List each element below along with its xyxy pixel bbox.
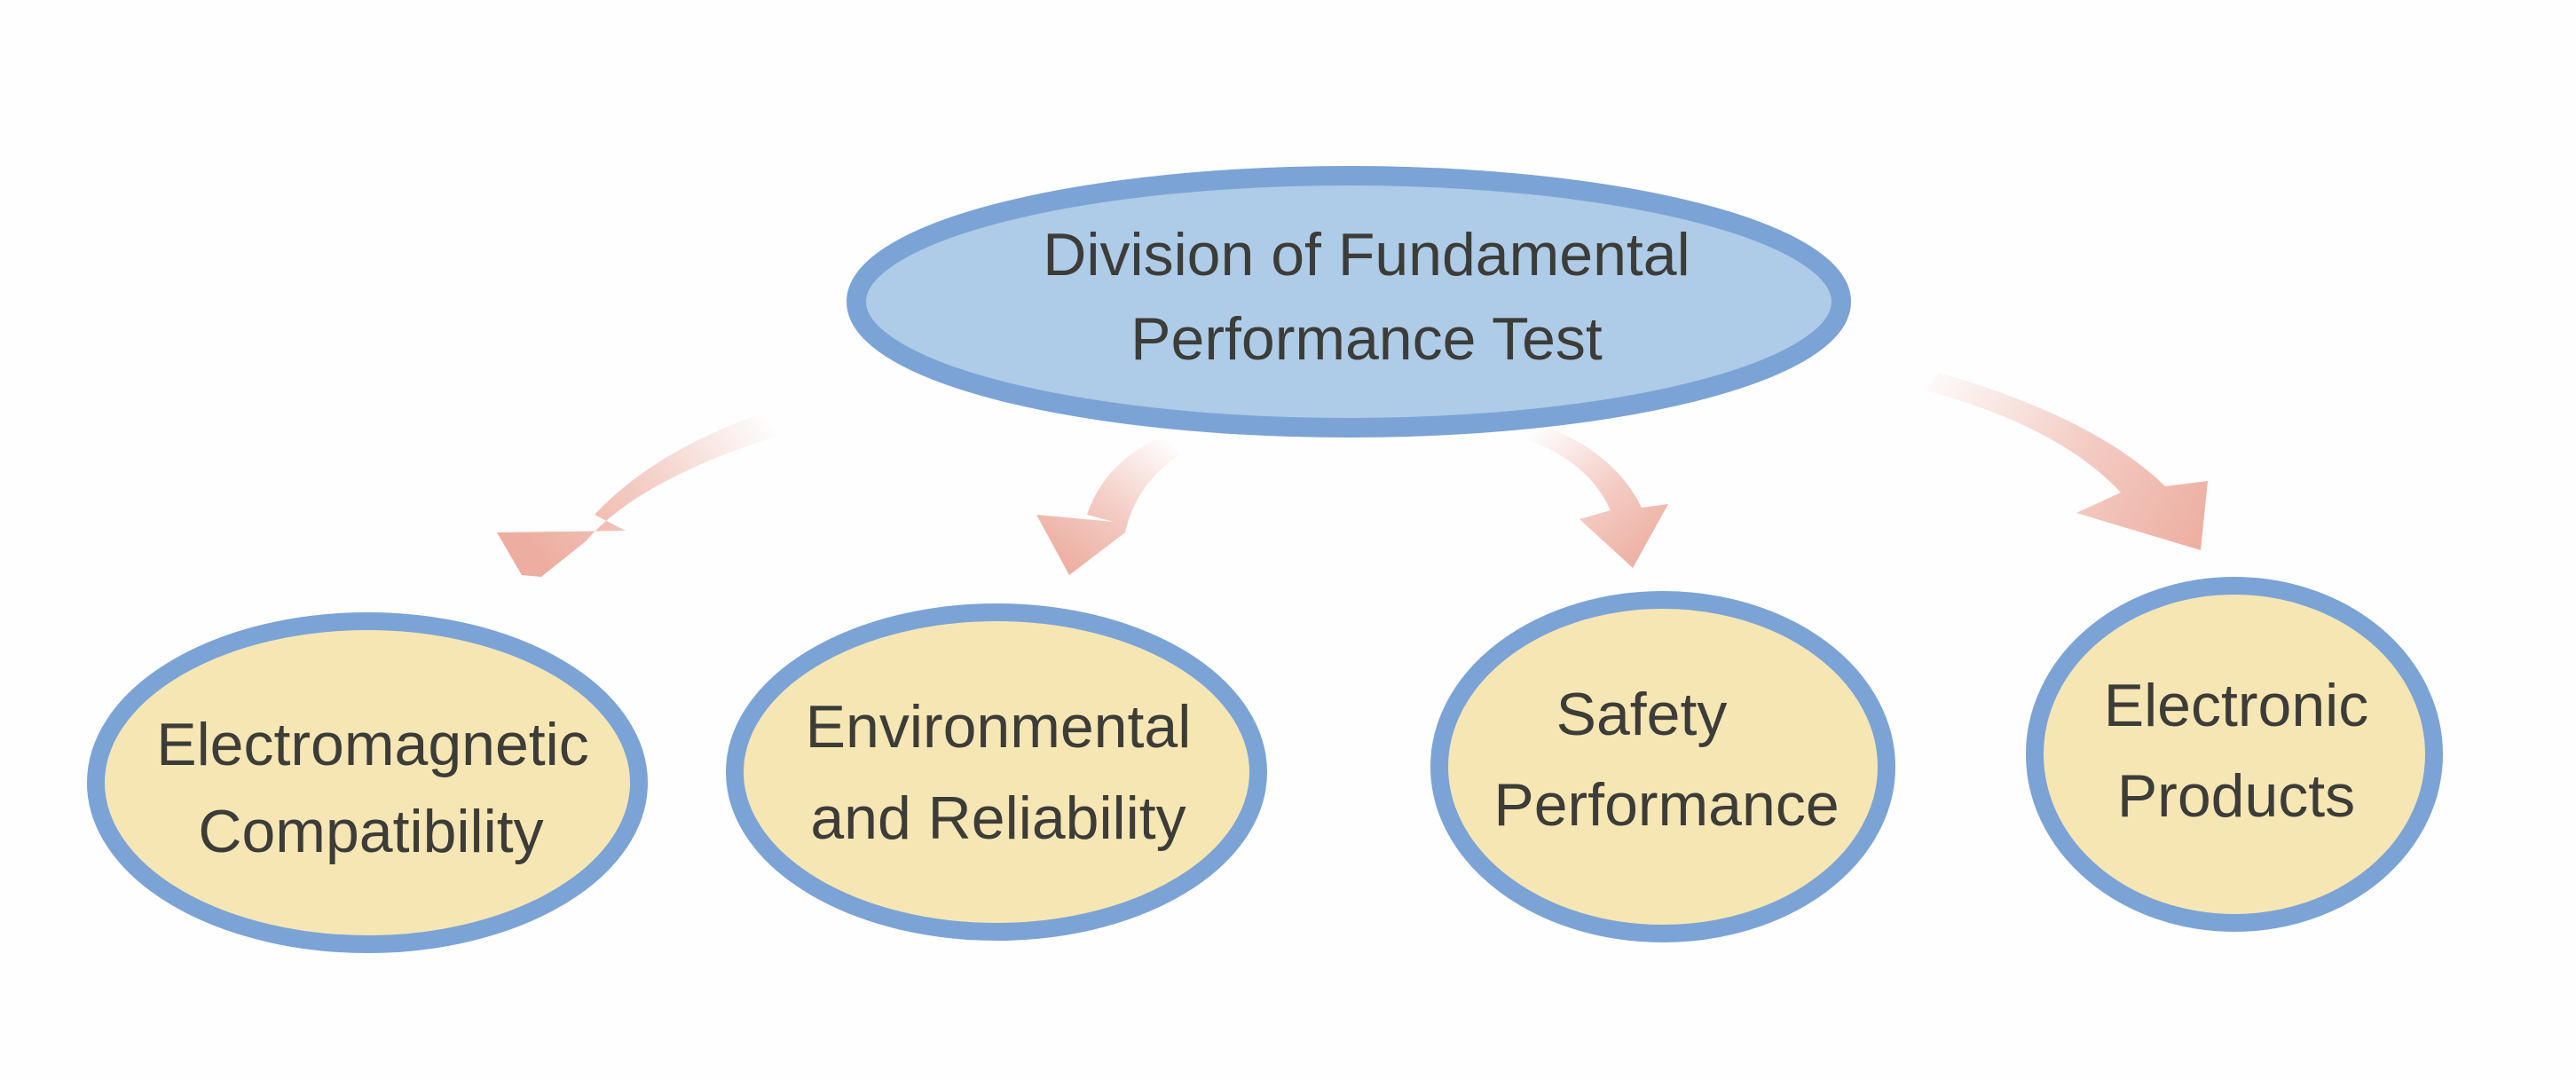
- safety-label-line-2: Performance: [1493, 771, 1839, 839]
- arrow-to-safety: [1526, 426, 1668, 568]
- child-node-safety: Safety Performance: [1430, 591, 1895, 942]
- emc-label-line-1: Electromagnetic: [156, 711, 589, 778]
- root-node: Division of Fundamental Performance Test: [847, 166, 1851, 438]
- root-label-line-2: Performance Test: [1130, 305, 1603, 373]
- root-label-line-1: Division of Fundamental: [1043, 221, 1690, 288]
- emc-label-line-2: Compatibility: [198, 798, 543, 865]
- electronic-label-line-1: Electronic: [2104, 672, 2369, 739]
- child-node-emc: Electromagnetic Compatibility: [87, 612, 648, 953]
- child-node-electronic: Electronic Products: [2026, 577, 2443, 932]
- safety-label-line-1: Safety: [1556, 681, 1728, 748]
- arrow-to-electronic: [1926, 373, 2208, 550]
- child-node-env: Environmental and Reliability: [726, 603, 1267, 941]
- arrow-to-emc: [497, 410, 781, 577]
- arrow-to-env: [1036, 437, 1180, 575]
- env-label-line-2: and Reliability: [810, 784, 1186, 852]
- env-label-line-1: Environmental: [806, 693, 1192, 761]
- electronic-label-line-2: Products: [2117, 762, 2355, 830]
